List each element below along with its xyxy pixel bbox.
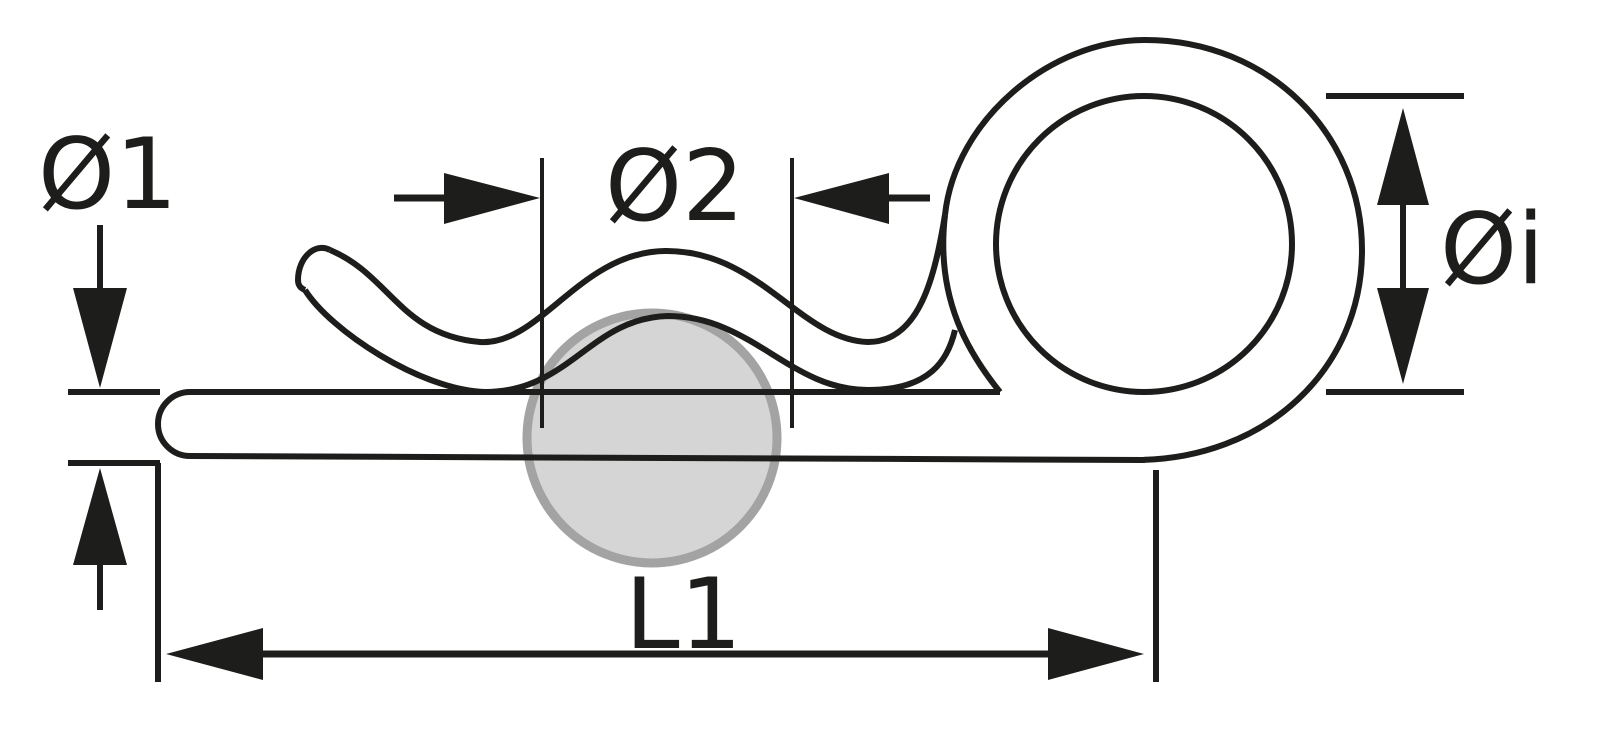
l1-arrowhead-left bbox=[166, 628, 263, 680]
di-label: Øi bbox=[1440, 193, 1544, 307]
d2-arrowhead-left bbox=[444, 173, 540, 224]
d1-arrowhead-top bbox=[73, 288, 127, 388]
shaft-circle bbox=[522, 308, 782, 568]
dimension-d2: Ø2 bbox=[394, 130, 930, 428]
clip-coil-transition bbox=[940, 214, 1003, 394]
l1-arrowhead-right bbox=[1048, 628, 1144, 680]
dimension-l1: L1 bbox=[155, 463, 1159, 682]
di-arrowhead-top bbox=[1377, 108, 1429, 205]
l1-label: L1 bbox=[625, 558, 742, 672]
clip-coil-inner bbox=[993, 93, 1295, 395]
clip-wavy-leg-tip bbox=[295, 245, 332, 293]
d2-arrowhead-right bbox=[794, 173, 889, 224]
d2-label: Ø2 bbox=[605, 130, 745, 244]
d1-label: Ø1 bbox=[38, 118, 178, 232]
d1-arrowhead-bottom bbox=[73, 468, 127, 565]
clip-straight-leg bbox=[155, 389, 1146, 463]
clip-wavy-leg-outer bbox=[328, 214, 948, 346]
shaft-cross-section bbox=[522, 308, 782, 568]
r-clip-body bbox=[155, 37, 1365, 463]
dimension-di: Øi bbox=[1326, 93, 1544, 395]
di-arrowhead-bottom bbox=[1377, 288, 1429, 384]
dimension-d1: Ø1 bbox=[38, 118, 178, 610]
clip-wavy-leg-inner bbox=[302, 288, 958, 395]
clip-coil-outer bbox=[942, 37, 1365, 463]
